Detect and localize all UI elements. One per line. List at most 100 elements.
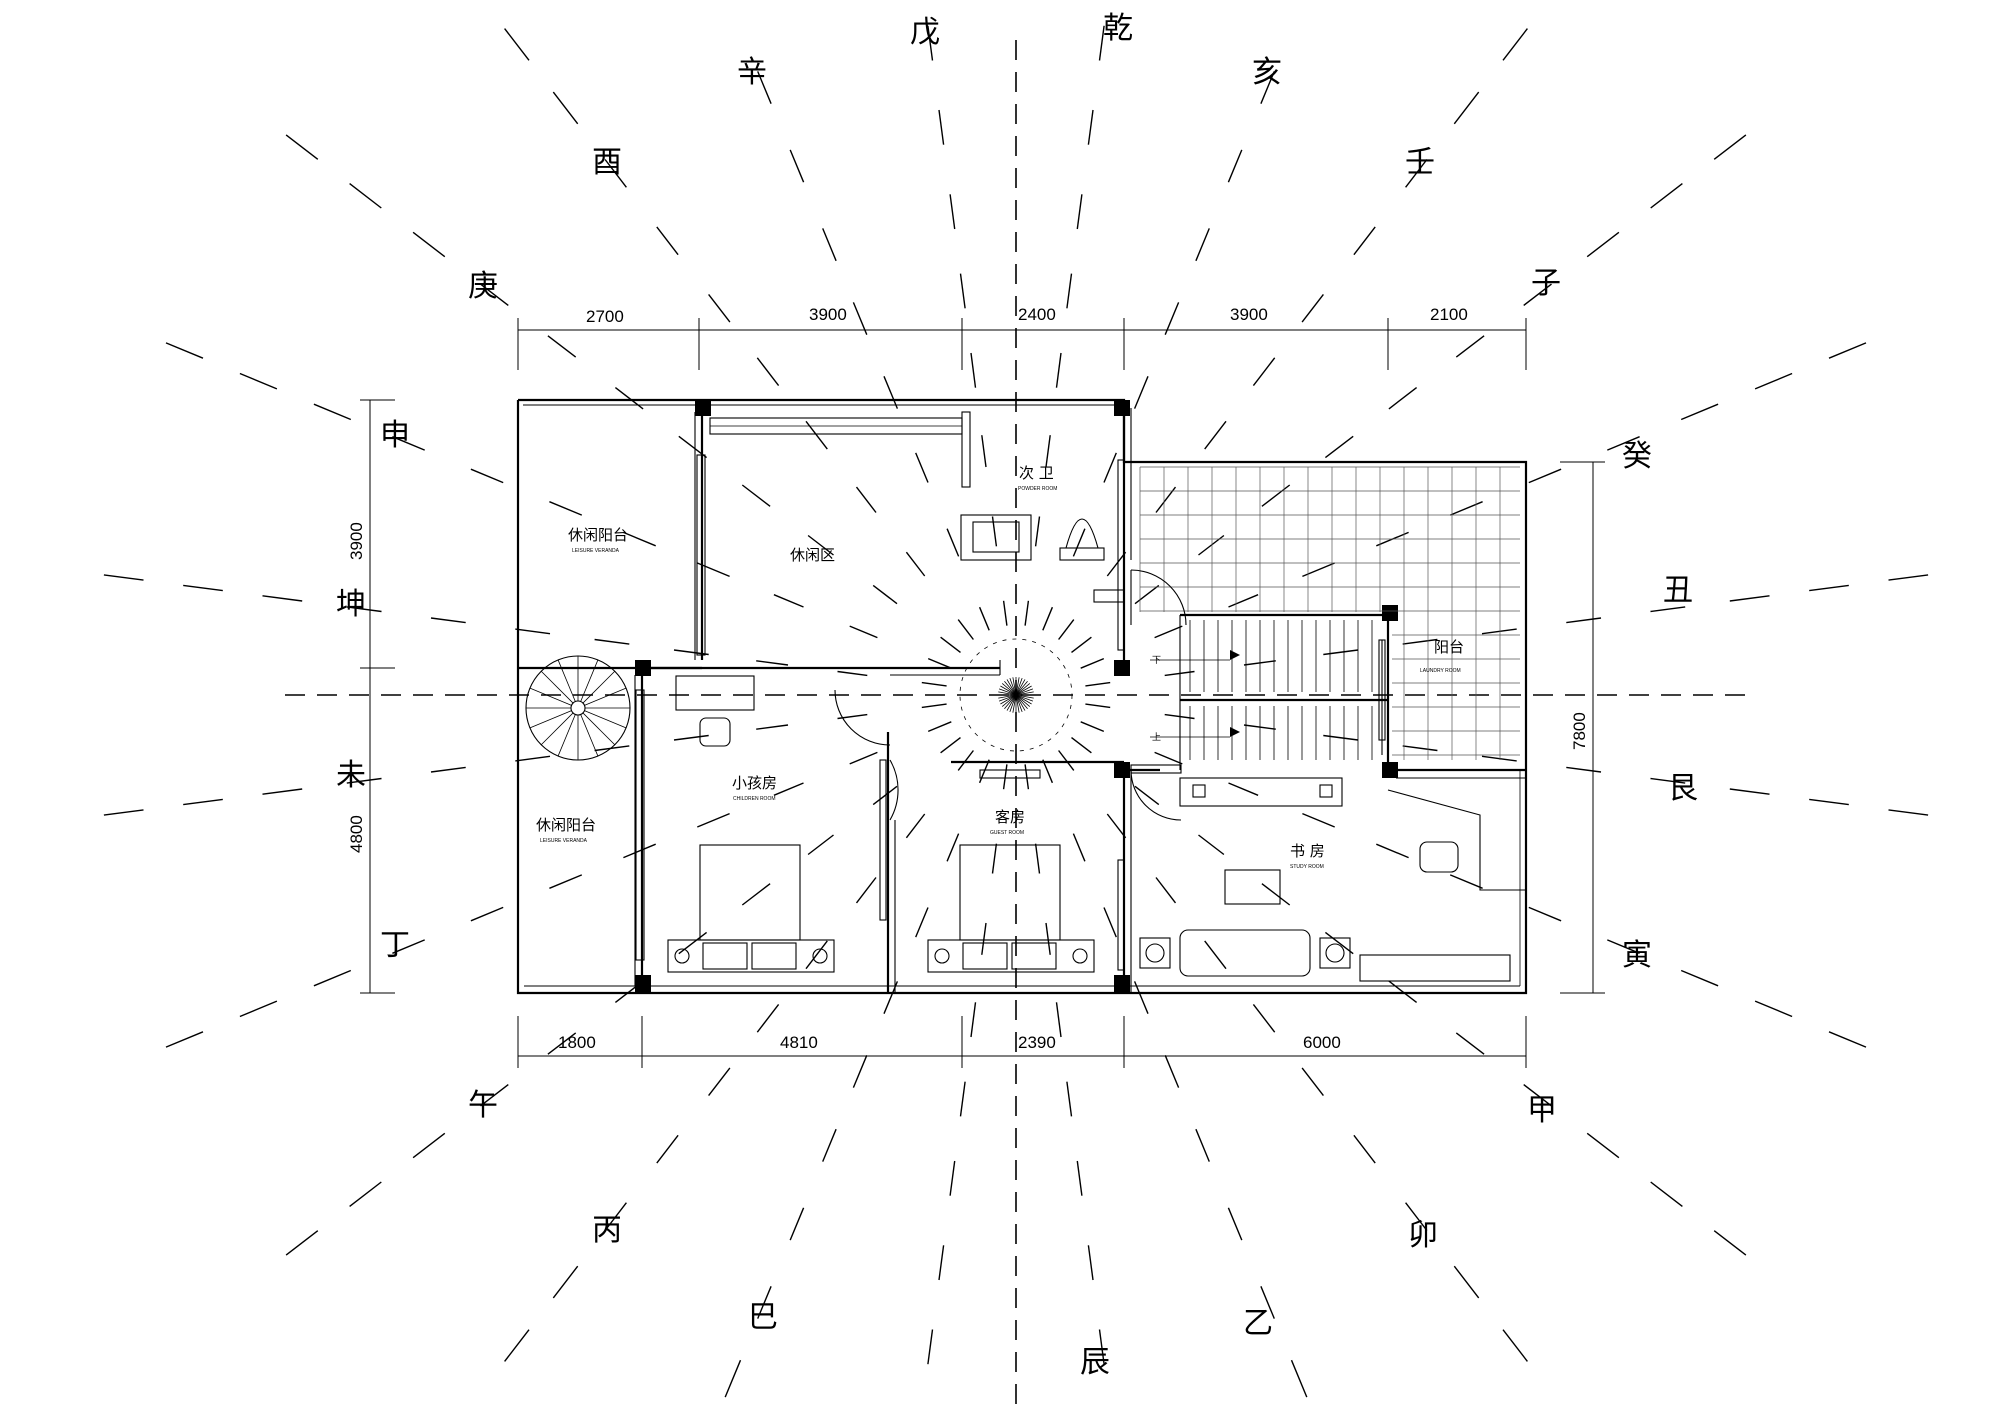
compass-ray-segment: [741, 883, 771, 906]
room-label-balcony: 阳台: [1434, 638, 1464, 656]
compass-ray-segment: [1195, 228, 1210, 262]
spiral-tread: [584, 687, 627, 706]
compass-ray-segment: [1076, 1160, 1083, 1196]
compass-ray-segment: [756, 660, 789, 666]
starburst-ray: [998, 694, 1017, 699]
starburst-ray: [998, 691, 1017, 696]
compass-ray-segment: [1072, 833, 1086, 862]
starburst-ray: [1006, 694, 1017, 711]
room-sublabel-second-bath: POWDER ROOM: [1018, 486, 1057, 492]
room-sublabel-kids-room: CHILDREN ROOM: [733, 796, 776, 802]
spiral-tread: [529, 687, 572, 706]
compass-ray-segment: [515, 755, 551, 762]
compass-label-gen: 艮: [1668, 771, 1698, 806]
compass-ray-segment: [1405, 1202, 1428, 1231]
compass-ray-segment: [1388, 980, 1418, 1003]
compass-ray-segment: [970, 352, 977, 388]
starburst-ray: [1015, 677, 1020, 696]
spiral-tread: [529, 710, 572, 729]
starburst-ray: [1015, 694, 1023, 713]
starburst-ray: [1001, 694, 1017, 707]
compass-ray-segment: [697, 812, 730, 828]
compass-ray-segment: [981, 435, 987, 468]
starburst-ray: [1015, 679, 1026, 696]
spiral-tread: [540, 712, 574, 746]
compass-ray-segment: [673, 734, 709, 741]
compass-ray-segment: [855, 877, 877, 904]
compass-ray-segment: [1586, 1132, 1620, 1159]
spiral-tread: [584, 710, 627, 729]
starburst-ray: [1009, 677, 1017, 696]
compass-ray-segment: [946, 528, 960, 557]
compass-label-hai: 亥: [1252, 55, 1282, 90]
walls: [516, 398, 1528, 995]
windows-railings: [635, 411, 1521, 986]
compass-label-chen: 辰: [1080, 1345, 1110, 1380]
compass-ray-segment: [741, 484, 771, 507]
compass-label-si: 巳: [748, 1300, 778, 1335]
compass-ray-segment: [1729, 788, 1770, 795]
compass-ray-segment: [1164, 302, 1180, 335]
dim-right-1: 7800: [1570, 712, 1589, 750]
compass-ray-segment: [1754, 372, 1793, 390]
starburst-ray: [1012, 694, 1017, 713]
compass-label-xin: 辛: [737, 55, 767, 90]
compass-ray-segment: [1261, 883, 1291, 906]
starburst-ray: [1015, 694, 1020, 713]
compass-ray-segment: [1402, 745, 1438, 752]
dimension-lines: 2700 3900 2400 3900 2100 1800 4810 2390 …: [347, 305, 1605, 1068]
compass-ray-segment: [1066, 1081, 1073, 1117]
doors: [834, 569, 1187, 821]
compass-ray-segment: [970, 1002, 977, 1038]
compass-ray-segment: [165, 342, 204, 359]
compass-ray-segment: [807, 534, 834, 556]
compass-ray-segment: [504, 28, 530, 61]
compass-ray-segment: [1055, 1002, 1062, 1038]
starburst-ray: [1000, 694, 1017, 705]
compass-ray-segment: [1024, 764, 1030, 790]
compass-ray-segment: [708, 1067, 731, 1097]
room-label-leisure-balcony-bottom: 休闲阳台: [536, 816, 596, 834]
compass-ray-segment: [756, 357, 780, 387]
compass-ray-segment: [183, 584, 223, 592]
compass-ray-segment: [285, 134, 319, 160]
compass-ray-segment: [991, 843, 998, 874]
compass-ray-segment: [849, 751, 878, 765]
compass-label-zi: 子: [1531, 266, 1561, 301]
compass-ray-segment: [1227, 1207, 1243, 1241]
compass-label-shen: 申: [380, 418, 410, 453]
compass-label-ren: 壬: [1405, 145, 1435, 180]
compass-ray-segment: [1680, 969, 1719, 987]
compass-ray-segment: [1754, 1000, 1793, 1018]
starburst-ray: [1006, 679, 1017, 696]
compass-ray-segment: [852, 1055, 868, 1088]
room-label-second-bath: 次 卫: [1019, 464, 1054, 482]
compass-ray-segment: [1228, 782, 1259, 796]
compass-ray-segment: [872, 584, 898, 605]
compass-ray-segment: [623, 531, 656, 547]
compass-ray-segment: [1164, 1055, 1180, 1088]
compass-ray-segment: [1228, 594, 1259, 608]
compass-ray-segment: [673, 649, 709, 656]
compass-ray-segment: [1481, 755, 1517, 762]
compass-ray-segment: [938, 1245, 945, 1281]
compass-ray-segment: [1650, 777, 1686, 784]
compass-ray-segment: [313, 403, 352, 421]
starburst-ray: [1015, 683, 1031, 696]
compass-ray-segment: [1502, 28, 1528, 61]
compass-ray-segment: [504, 1329, 530, 1362]
starburst-ray: [1009, 694, 1017, 713]
compass-label-kun: 坤: [336, 587, 366, 622]
compass-ray-segment: [1301, 1067, 1324, 1097]
dim-bottom-1: 1800: [558, 1033, 596, 1052]
compass-ray-segment: [1106, 551, 1127, 577]
compass-ray-segment: [1034, 843, 1041, 874]
starburst-ray: [1004, 680, 1017, 696]
compass-ray-segment: [807, 834, 834, 856]
compass-ray-segment: [1045, 435, 1051, 468]
compass-ray-segment: [757, 71, 772, 104]
compass-ray-segment: [656, 1134, 679, 1164]
compass-ray-segment: [412, 1132, 446, 1159]
compass-ray-segment: [1252, 1003, 1276, 1033]
starburst-ray: [1015, 694, 1028, 710]
